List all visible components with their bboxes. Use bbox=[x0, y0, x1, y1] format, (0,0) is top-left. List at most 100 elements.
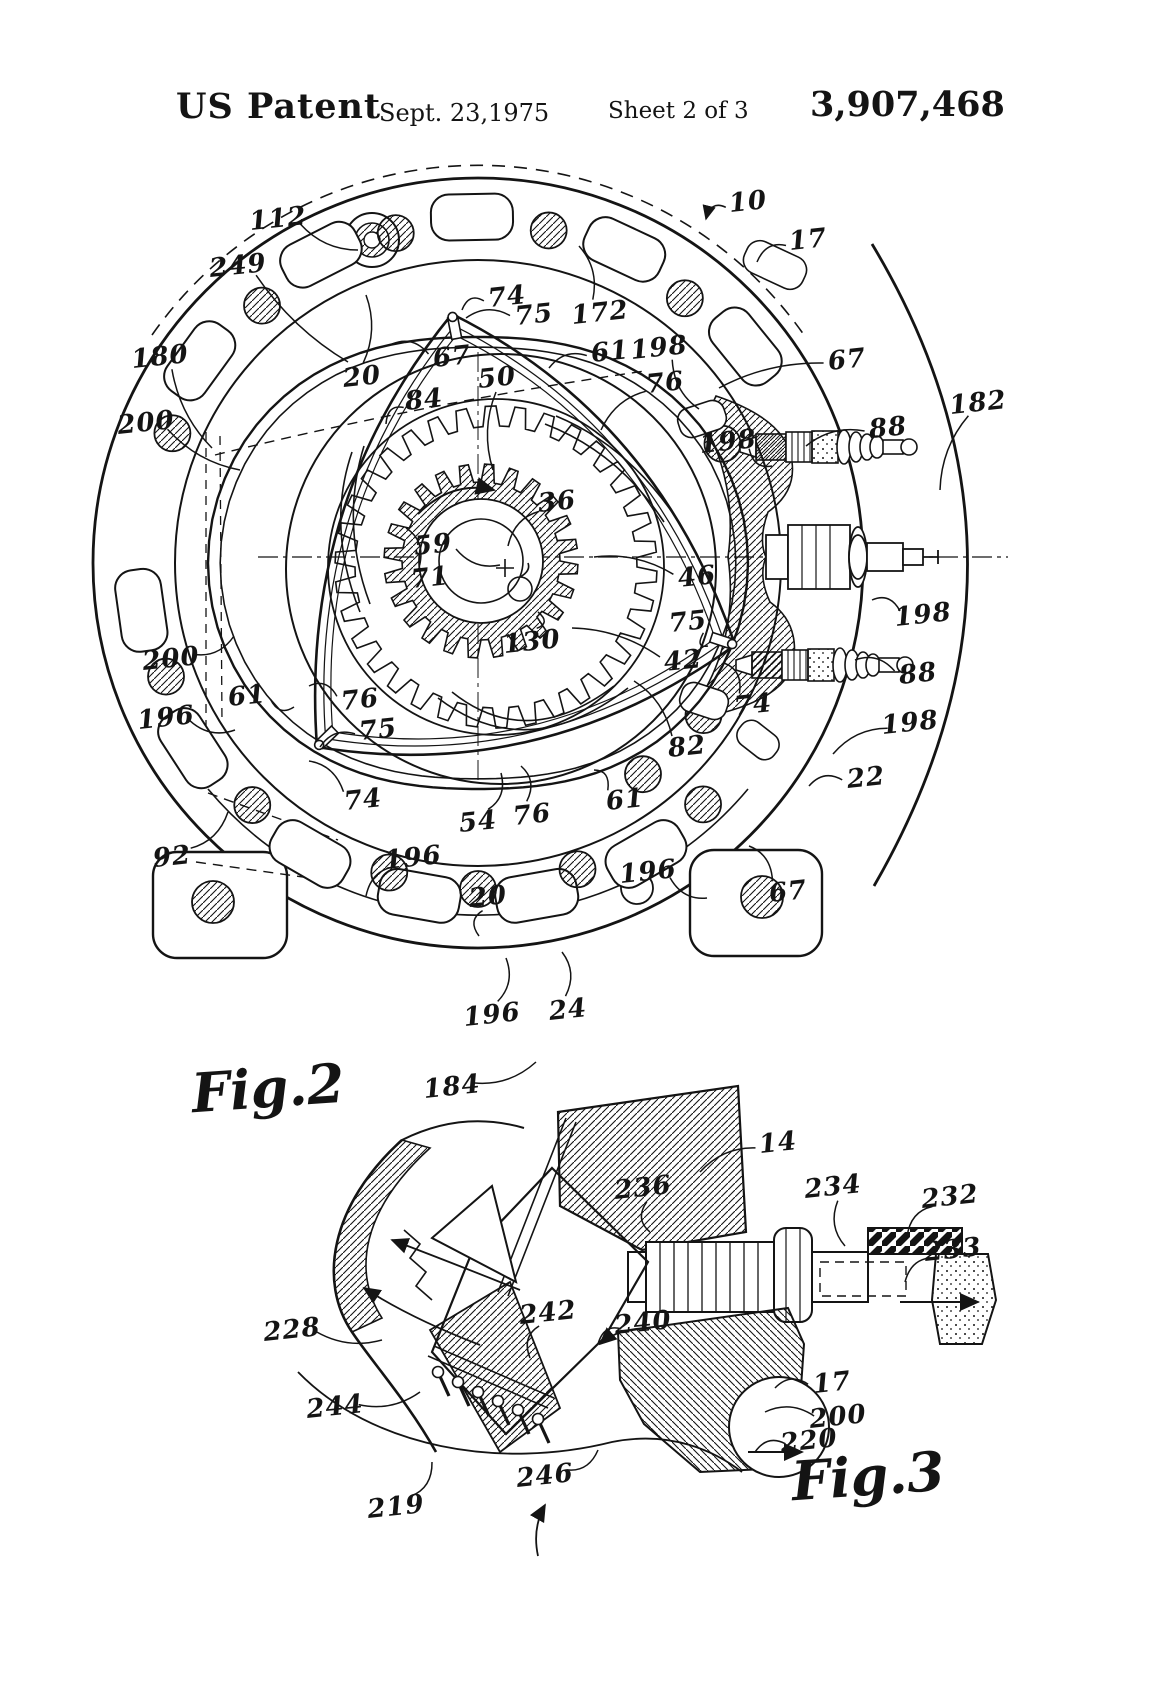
leader-line bbox=[507, 510, 540, 547]
leader-line bbox=[566, 1449, 599, 1471]
leader-line bbox=[189, 719, 236, 734]
ref-numeral-fig2-198-27: 198 bbox=[892, 597, 954, 633]
leader-line bbox=[561, 951, 572, 997]
ref-numeral-fig3-233-4: 233 bbox=[922, 1232, 984, 1268]
ref-numeral-fig3-232-3: 232 bbox=[919, 1179, 981, 1215]
leader-line bbox=[906, 1205, 933, 1238]
fig2-center-marks bbox=[417, 477, 533, 602]
leader-line bbox=[597, 1327, 622, 1345]
ref-numeral-fig2-200-18: 200 bbox=[115, 405, 177, 441]
ref-numeral-fig2-75-6: 75 bbox=[513, 298, 555, 332]
ref-numeral-fig2-24-48: 24 bbox=[547, 993, 589, 1027]
leader-line bbox=[536, 611, 545, 630]
ref-numeral-fig2-20-13: 20 bbox=[341, 360, 383, 394]
leader-line bbox=[833, 1200, 846, 1247]
ref-numeral-fig3-219-10: 219 bbox=[365, 1489, 427, 1525]
leader-line bbox=[871, 596, 901, 612]
header-sheet-number: Sheet 2 of 3 bbox=[608, 98, 749, 124]
ref-numeral-fig2-76-40: 76 bbox=[511, 798, 553, 832]
leader-line bbox=[461, 297, 485, 311]
ref-numeral-fig3-244-8: 244 bbox=[304, 1389, 366, 1425]
leader-line bbox=[832, 727, 888, 755]
fig2-apex-seals bbox=[313, 311, 738, 751]
leader-line bbox=[699, 1147, 756, 1173]
leader-line bbox=[633, 680, 673, 737]
leader-line bbox=[486, 391, 497, 471]
ref-numeral-fig2-61-31: 61 bbox=[226, 679, 268, 713]
ref-numeral-fig2-82-37: 82 bbox=[666, 730, 708, 764]
ref-numeral-fig3-234-2: 234 bbox=[802, 1169, 864, 1205]
leader-line bbox=[718, 362, 824, 389]
leader-line bbox=[391, 340, 430, 355]
ref-numeral-fig2-61-39: 61 bbox=[604, 783, 646, 817]
leader-line bbox=[362, 294, 373, 364]
leader-line bbox=[671, 359, 700, 410]
ref-numeral-fig2-67-7: 67 bbox=[431, 340, 473, 374]
leader-line bbox=[190, 811, 229, 849]
leader-line bbox=[571, 627, 661, 658]
leader-line bbox=[315, 1330, 383, 1345]
fig2-trochoid-bore bbox=[206, 335, 750, 791]
leader-line bbox=[593, 769, 609, 791]
ref-numeral-fig2-71-22: 71 bbox=[409, 561, 451, 595]
ref-numeral-fig2-36-20: 36 bbox=[536, 485, 578, 519]
leader-line bbox=[520, 765, 532, 802]
ref-numeral-fig3-220-13: 220 bbox=[778, 1423, 840, 1459]
ref-numeral-fig2-61-8: 61 bbox=[589, 335, 631, 369]
leader-line bbox=[754, 1439, 786, 1453]
leader-line bbox=[748, 845, 774, 882]
ref-numeral-fig2-10-2: 10 bbox=[727, 185, 769, 219]
ref-numeral-fig2-76-10: 76 bbox=[644, 366, 686, 400]
ref-numeral-fig2-198-19: 198 bbox=[697, 424, 759, 460]
ref-numeral-fig2-196-32: 196 bbox=[135, 700, 197, 736]
ref-numeral-fig2-198-9: 198 bbox=[628, 330, 690, 366]
ref-numeral-fig3-17-11: 17 bbox=[811, 1366, 853, 1400]
leader-line bbox=[255, 274, 349, 363]
ref-numeral-fig2-46-23: 46 bbox=[676, 560, 718, 594]
leader-line bbox=[365, 866, 395, 897]
ref-numeral-fig2-59-21: 59 bbox=[412, 528, 454, 562]
fig2-caption: Fig.2 bbox=[189, 1050, 347, 1126]
ref-numeral-fig2-22-38: 22 bbox=[845, 761, 887, 795]
leader-line bbox=[593, 555, 674, 575]
ref-numeral-fig2-182-17: 182 bbox=[947, 385, 1009, 421]
leader-line bbox=[171, 369, 213, 449]
leader-line bbox=[308, 760, 345, 793]
ref-numeral-fig2-196-46: 196 bbox=[617, 854, 679, 890]
ref-numeral-fig2-76-33: 76 bbox=[339, 683, 381, 717]
ref-numeral-fig2-184-49: 184 bbox=[421, 1069, 483, 1105]
leader-line bbox=[385, 406, 404, 425]
leader-line bbox=[699, 632, 709, 648]
ref-numeral-fig3-242-6: 242 bbox=[517, 1295, 579, 1331]
leader-line bbox=[578, 245, 596, 300]
ref-numeral-fig2-74-35: 74 bbox=[342, 783, 384, 817]
ref-numeral-fig2-130-24: 130 bbox=[501, 624, 563, 660]
leader-line bbox=[474, 1061, 537, 1085]
leader-line bbox=[756, 244, 787, 263]
ref-numeral-fig2-88-28: 88 bbox=[897, 657, 939, 691]
leader-line bbox=[193, 635, 235, 656]
leader-line bbox=[764, 1406, 815, 1417]
ref-numeral-fig3-246-9: 246 bbox=[514, 1458, 576, 1494]
fig3-electrode-pins bbox=[431, 1365, 551, 1444]
fig2-gears bbox=[285, 353, 717, 785]
ref-numeral-fig2-75-34: 75 bbox=[357, 713, 399, 747]
leader-line bbox=[358, 1391, 421, 1408]
ref-numeral-fig2-92-42: 92 bbox=[151, 840, 193, 874]
spark-plugs bbox=[735, 429, 918, 683]
header-title: US Patent bbox=[176, 86, 382, 127]
leader-line bbox=[548, 352, 588, 369]
leader-line bbox=[723, 662, 741, 694]
ref-numeral-fig2-112-0: 112 bbox=[247, 201, 309, 237]
ref-numeral-fig2-42-25: 42 bbox=[662, 644, 704, 678]
leader-line bbox=[269, 698, 295, 712]
ref-numeral-fig2-200-30: 200 bbox=[140, 641, 202, 677]
ref-numeral-fig3-236-1: 236 bbox=[612, 1170, 674, 1206]
ref-numeral-fig2-17-3: 17 bbox=[787, 223, 829, 257]
ref-numeral-fig2-84-14: 84 bbox=[403, 383, 445, 417]
leader-line bbox=[805, 428, 865, 447]
ref-numeral-fig2-196-43: 196 bbox=[382, 840, 444, 876]
leader-line bbox=[497, 957, 511, 1002]
